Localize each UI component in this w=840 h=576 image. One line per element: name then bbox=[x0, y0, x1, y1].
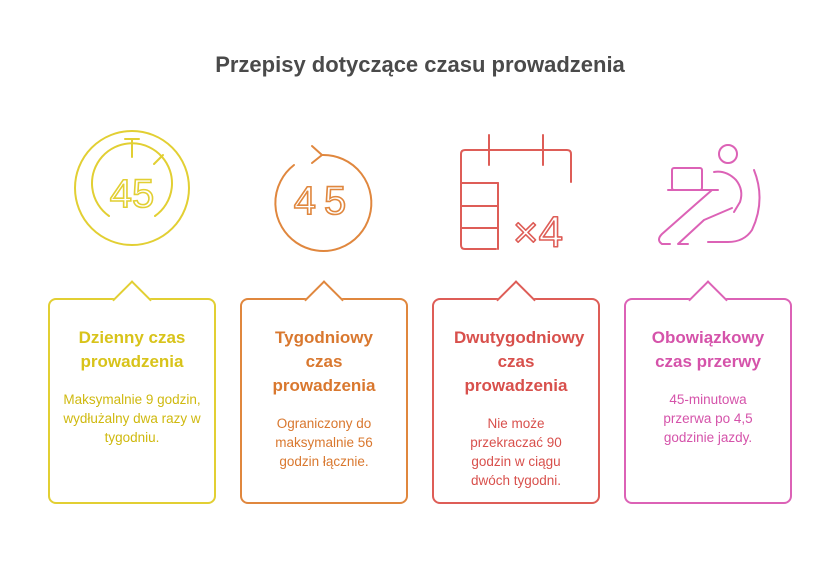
card-description: 45-minutowa przerwa po 4,5 godzinie jazd… bbox=[663, 392, 753, 445]
card-description: Nie może przekraczać 90 godzin w ciągu d… bbox=[470, 416, 562, 488]
stopwatch-45-icon: 45 bbox=[72, 130, 192, 255]
page-title: Przepisy dotyczące czasu prowadzenia bbox=[215, 52, 625, 77]
card-description: Maksymalnie 9 godzin, wydłużalny dwa raz… bbox=[63, 392, 201, 445]
person-resting-icon bbox=[648, 130, 768, 255]
card-mandatory-break: Obowiązkowy czas przerwy 45-minutowa prz… bbox=[624, 298, 792, 504]
refresh-45-icon: 45 bbox=[264, 130, 384, 255]
card-biweekly-driving-time: Dwutygodniowy czas prowadzenia Nie może … bbox=[432, 298, 600, 504]
calendar-text: ×4 bbox=[513, 208, 563, 257]
refresh-text: 45 bbox=[294, 179, 355, 223]
stopwatch-text: 45 bbox=[110, 172, 155, 216]
card-description: Ograniczony do maksymalnie 56 godzin łąc… bbox=[275, 416, 373, 469]
card-weekly-driving-time: Tygodniowy czas prowadzenia Ograniczony … bbox=[240, 298, 408, 504]
card-daily-driving-time: Dzienny czas prowadzenia Maksymalnie 9 g… bbox=[48, 298, 216, 504]
card-title: Obowiązkowy czas przerwy bbox=[651, 328, 765, 371]
card-title: Dzienny czas prowadzenia bbox=[78, 328, 186, 371]
card-title: Dwutygodniowy czas prowadzenia bbox=[454, 328, 585, 395]
calendar-times-4-icon: ×4 bbox=[456, 130, 576, 258]
card-title: Tygodniowy czas prowadzenia bbox=[272, 328, 376, 395]
